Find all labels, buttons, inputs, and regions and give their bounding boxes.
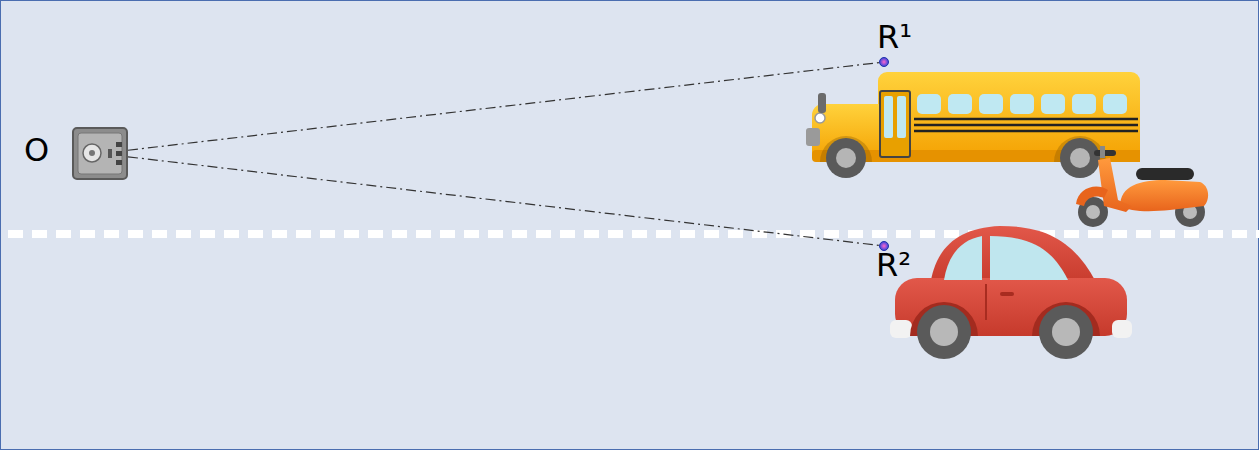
red-car-part bbox=[1112, 320, 1132, 338]
safe-icon-part bbox=[116, 142, 122, 147]
scooter bbox=[1076, 146, 1208, 227]
school-bus-part bbox=[836, 148, 856, 168]
scooter-part bbox=[1086, 205, 1100, 219]
school-bus-part bbox=[878, 72, 1140, 162]
sight-line bbox=[128, 157, 879, 246]
scooter-part bbox=[1076, 186, 1108, 206]
node-box: R¹ bbox=[879, 57, 889, 67]
point-marker-part bbox=[880, 58, 889, 67]
safe-icon bbox=[72, 127, 128, 180]
school-bus-part-part bbox=[979, 94, 1003, 114]
school-bus-part bbox=[815, 113, 825, 123]
point-marker bbox=[879, 57, 889, 67]
point-label: R¹ bbox=[877, 21, 912, 53]
safe-icon-part bbox=[108, 149, 112, 158]
school-bus-part-part bbox=[914, 124, 1138, 127]
red-car-part bbox=[930, 226, 1098, 286]
school-bus-part bbox=[880, 91, 910, 157]
school-bus-part-part bbox=[1041, 94, 1065, 114]
school-bus-part-part bbox=[917, 94, 941, 114]
school-bus-part bbox=[1060, 138, 1100, 178]
school-bus-part bbox=[914, 119, 1138, 131]
red-car-part bbox=[930, 318, 958, 346]
safe-icon-part bbox=[78, 133, 122, 174]
school-bus-part bbox=[1070, 148, 1090, 168]
safe-icon-part bbox=[116, 151, 122, 156]
red-car-part bbox=[990, 236, 1068, 280]
school-bus-part-part bbox=[914, 130, 1138, 133]
scooter-part bbox=[1100, 146, 1105, 158]
school-bus-part-part bbox=[1103, 94, 1127, 114]
point-label: R² bbox=[876, 249, 911, 281]
point-label: O bbox=[24, 134, 49, 166]
sight-line bbox=[128, 63, 879, 151]
red-car-part bbox=[890, 320, 912, 338]
lane-divider bbox=[8, 230, 1259, 238]
school-bus-part bbox=[818, 93, 826, 113]
safe-icon-part bbox=[73, 128, 127, 179]
red-car bbox=[890, 226, 1132, 359]
red-car-part bbox=[1052, 318, 1080, 346]
school-bus bbox=[806, 72, 1140, 178]
scooter-part bbox=[1136, 168, 1194, 180]
school-bus-part bbox=[917, 94, 1127, 114]
node-box: R² bbox=[879, 241, 889, 251]
red-car-part bbox=[1039, 305, 1093, 359]
school-bus-part-part bbox=[948, 94, 972, 114]
school-bus-part-part bbox=[1010, 94, 1034, 114]
school-bus-part-part bbox=[914, 118, 1138, 121]
safe-icon-part bbox=[83, 144, 101, 162]
school-bus-part bbox=[884, 96, 893, 138]
scooter-part bbox=[1120, 180, 1208, 211]
safe-icon-part bbox=[89, 150, 95, 156]
red-car-part bbox=[1000, 292, 1014, 296]
node-box: O bbox=[72, 127, 128, 180]
red-car-part bbox=[944, 236, 982, 280]
red-car-part bbox=[917, 305, 971, 359]
school-bus-part bbox=[806, 128, 820, 146]
safe-icon-part bbox=[116, 160, 122, 165]
scooter-part bbox=[1098, 158, 1132, 212]
school-bus-part bbox=[826, 138, 866, 178]
school-bus-part bbox=[897, 96, 906, 138]
red-car-part bbox=[985, 284, 987, 320]
school-bus-part-part bbox=[1072, 94, 1096, 114]
